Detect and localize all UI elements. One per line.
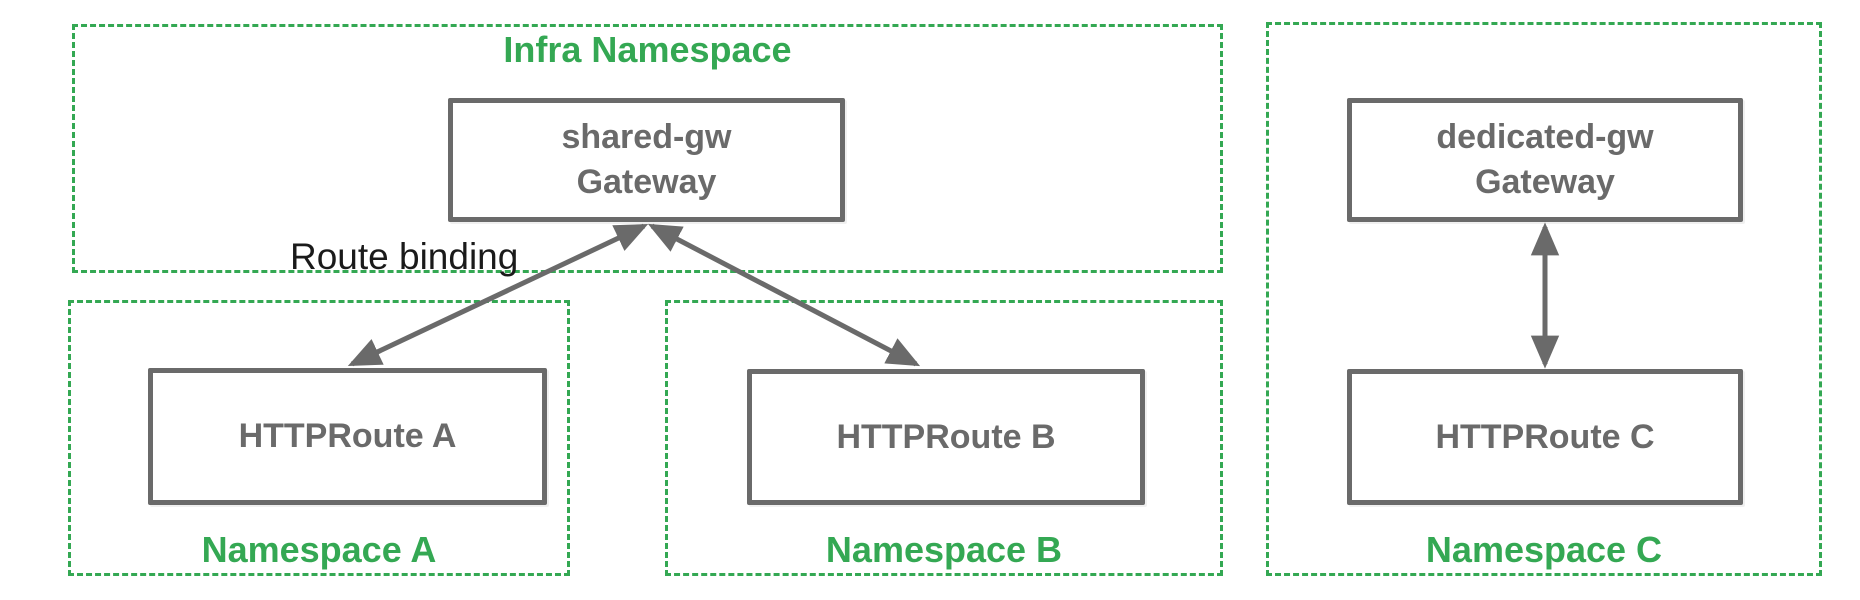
- shared-gw-kind: Gateway: [576, 163, 717, 201]
- namespace-a-label: Namespace A: [201, 529, 437, 571]
- httproute-a-node: HTTPRoute A: [148, 368, 547, 505]
- dedicated-gw-gateway-node: dedicated-gw Gateway: [1347, 98, 1743, 222]
- namespace-c-box: Namespace C: [1266, 22, 1822, 576]
- dedicated-gw-kind: Gateway: [1475, 163, 1615, 201]
- dedicated-gw-name: dedicated-gw: [1436, 118, 1654, 157]
- httproute-c-node: HTTPRoute C: [1347, 369, 1743, 505]
- httproute-c-label: HTTPRoute C: [1435, 417, 1655, 456]
- shared-gw-gateway-node: shared-gw Gateway: [448, 98, 845, 222]
- namespace-a-box: Namespace A: [68, 300, 570, 576]
- route-binding-label: Route binding: [290, 236, 519, 277]
- httproute-b-node: HTTPRoute B: [747, 369, 1145, 505]
- namespace-b-label: Namespace B: [825, 529, 1063, 571]
- shared-gw-name: shared-gw: [561, 118, 732, 157]
- httproute-b-label: HTTPRoute B: [836, 417, 1056, 456]
- infra-namespace-label: Infra Namespace: [503, 29, 792, 70]
- httproute-a-label: HTTPRoute A: [238, 417, 457, 456]
- namespace-c-label: Namespace C: [1425, 529, 1663, 571]
- namespace-b-box: Namespace B: [665, 300, 1223, 576]
